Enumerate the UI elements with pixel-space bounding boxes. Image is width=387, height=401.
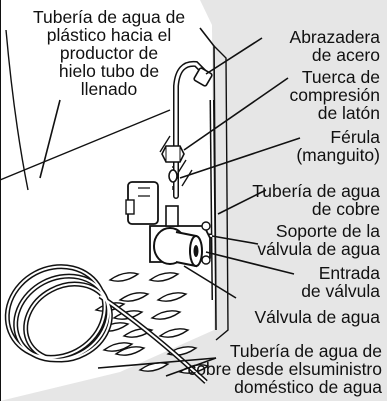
- leader-supply-line-1: [165, 357, 217, 377]
- leader-valve-inlet: [205, 251, 295, 275]
- label-brass-nut: Tuerca de compresión de latón: [289, 67, 380, 123]
- label-water-valve: Válvula de agua: [254, 307, 380, 327]
- leader-water-valve: [183, 265, 237, 299]
- leader-copper-line: [217, 189, 267, 215]
- label-valve-inlet: Entrada de válvula: [301, 263, 380, 301]
- label-steel-clamp: Abrazadera de acero: [289, 27, 380, 65]
- label-copper-line: Tubería de agua de cobre: [252, 181, 380, 219]
- leader-lines: [39, 37, 301, 377]
- compression-nut: [161, 145, 185, 163]
- water-valve-body: [125, 181, 211, 268]
- label-supply-line: Tubería de agua de cobre desde elsuminis…: [187, 341, 382, 397]
- label-ferrule: Férula (manguito): [296, 127, 380, 165]
- leader-plastic-line: [39, 99, 61, 179]
- leader-steel-clamp: [205, 37, 263, 75]
- leader-brass-nut: [183, 77, 289, 151]
- leader-valve-bracket: [211, 235, 259, 245]
- label-valve-bracket: Soporte de la válvula de agua: [257, 221, 380, 259]
- label-plastic-line: Tubería de agua de plástico hacia el pro…: [32, 7, 186, 99]
- panel-ridge: [0, 109, 171, 181]
- leader-ferrule: [179, 137, 301, 179]
- leader-supply-line-2: [97, 357, 217, 369]
- ferrule: [168, 169, 178, 183]
